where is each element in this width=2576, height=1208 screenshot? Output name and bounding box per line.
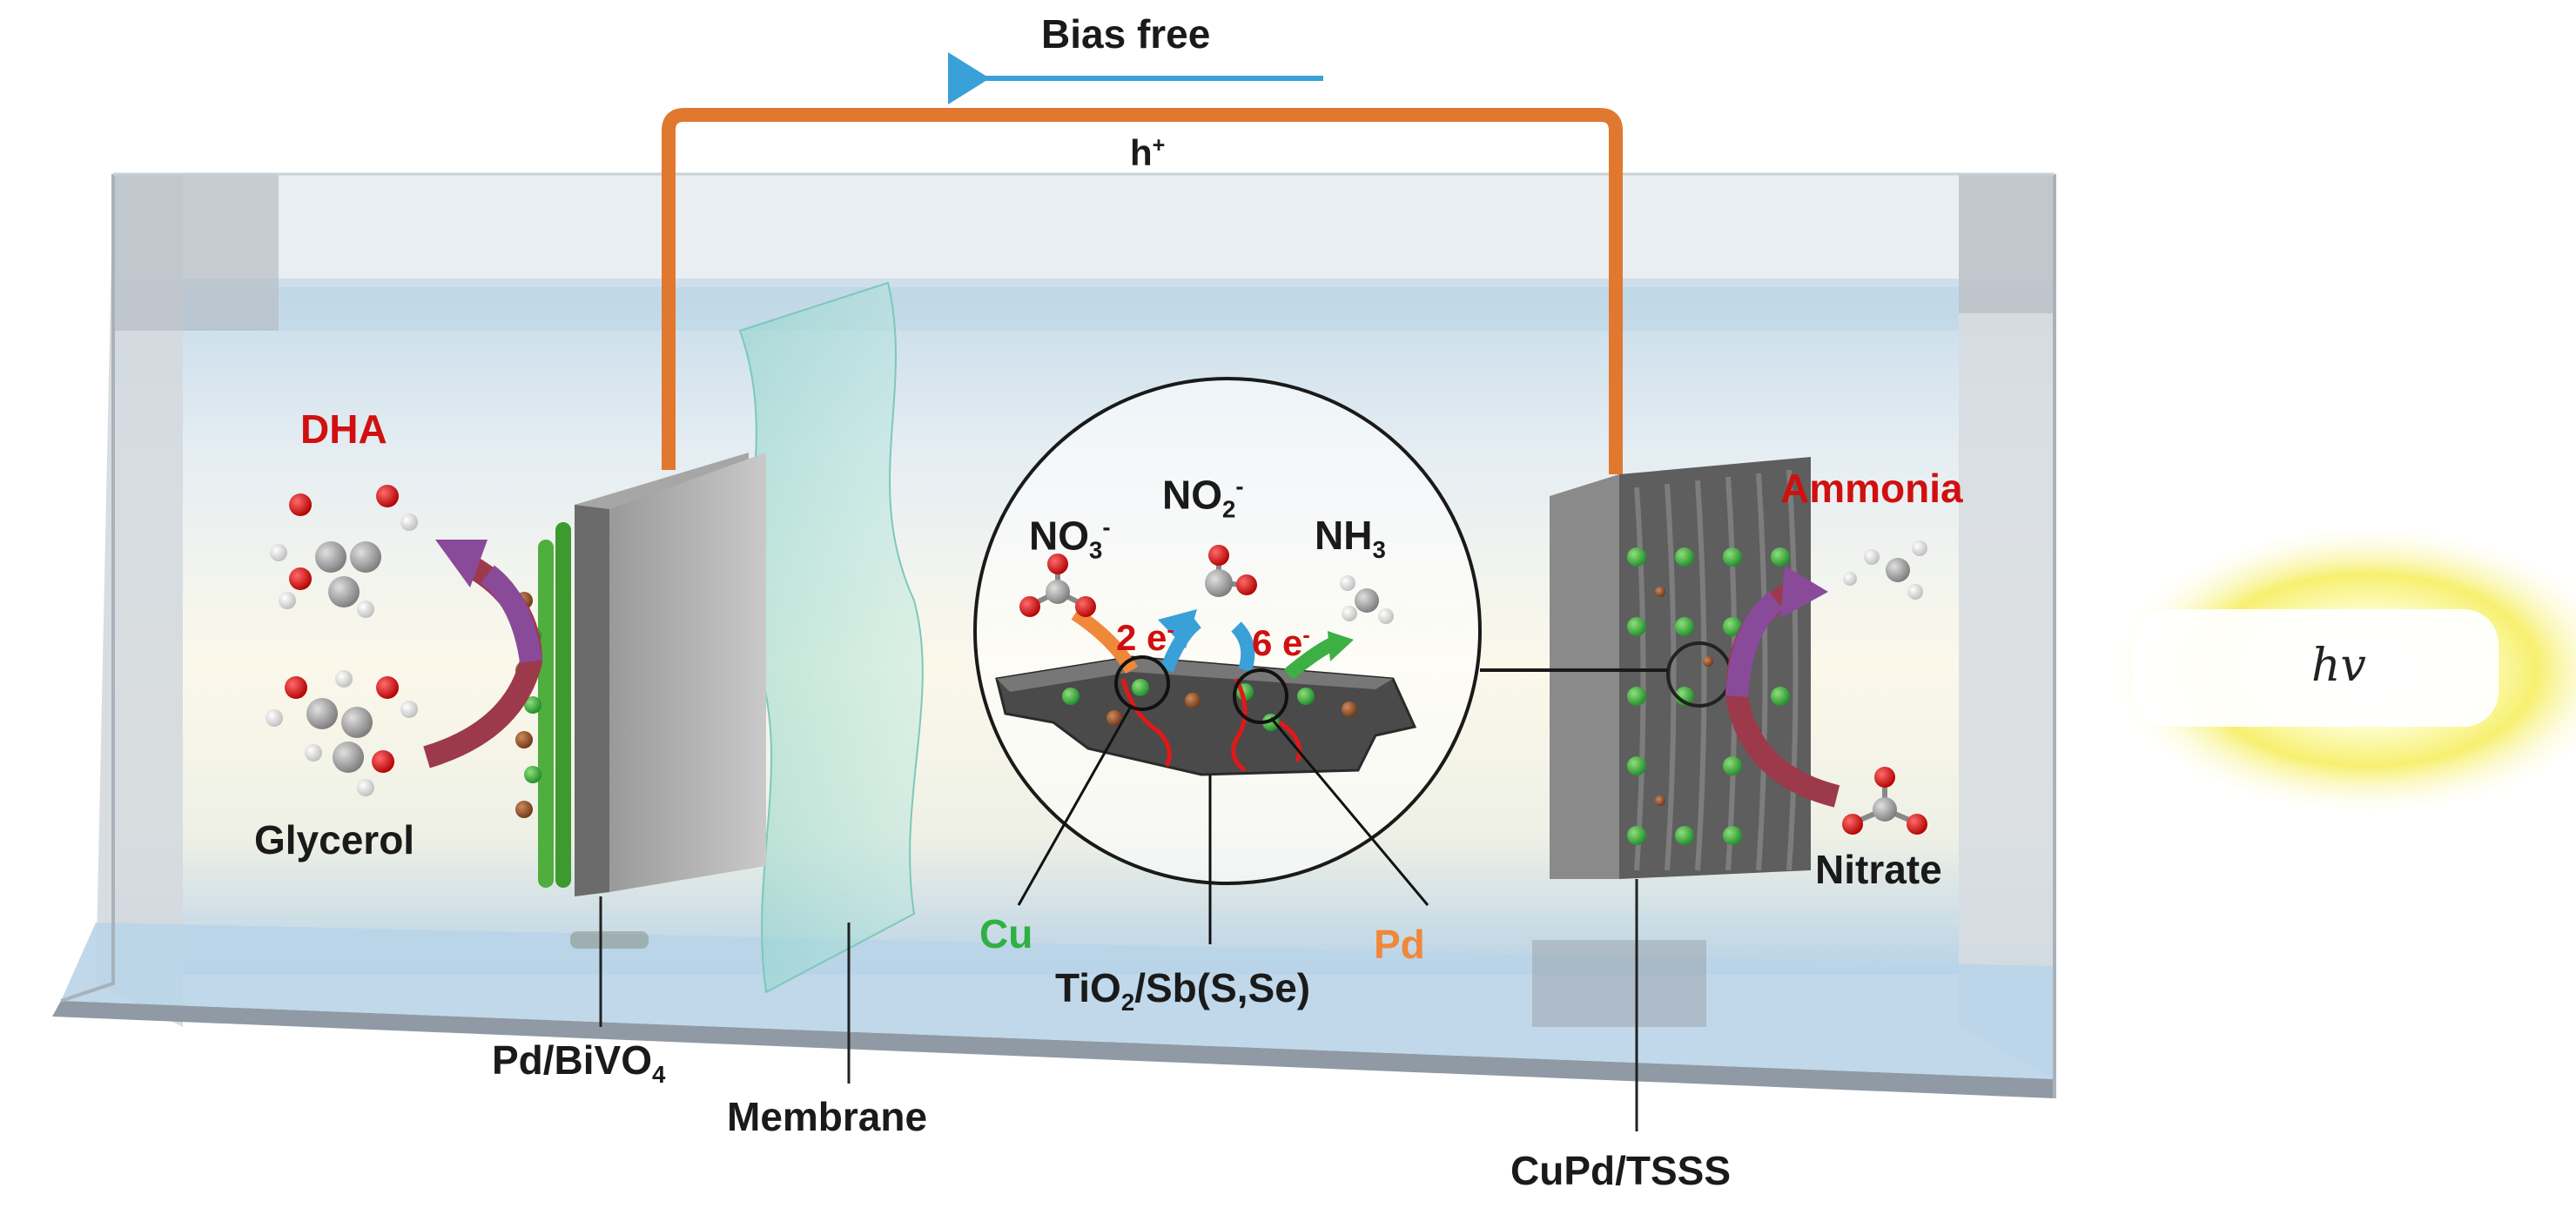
anode-nanorods (538, 522, 571, 888)
electrolyzer-tank (52, 172, 2056, 1098)
no3-molecule (1019, 554, 1096, 617)
cu-site-marker (1114, 655, 1170, 711)
cu-label: Cu (979, 911, 1033, 956)
two-electron-label: 2 e- (1116, 617, 1174, 658)
hv-light-label: hv (2311, 640, 2366, 692)
light-source-glow (2107, 522, 2576, 818)
no2-label: NO2- (1162, 472, 1244, 523)
cathode-plate (1550, 457, 1811, 879)
six-electron-label: 6 e- (1252, 622, 1310, 663)
external-wire (662, 108, 1623, 474)
dha-label: DHA (300, 406, 387, 452)
tio2-sbsse-label: TiO2/Sb(S,Se) (1055, 965, 1311, 1017)
pd-site-marker (1233, 668, 1288, 724)
dha-molecule (270, 485, 418, 618)
nitrate-label: Nitrate (1815, 847, 1942, 892)
anode-label: Pd/BiVO4 (492, 1037, 666, 1089)
cathode-ridges (1634, 469, 1799, 871)
arrow-no2-to-nh3 (1231, 621, 1255, 673)
no3-label: NO3- (1029, 513, 1111, 564)
electron-paths (1120, 677, 1301, 772)
bias-free-label: Bias free (1041, 11, 1211, 57)
ammonia-label: Ammonia (1780, 466, 1963, 511)
membrane-sheet (738, 281, 924, 994)
cathode-label: CuPd/TSSS (1510, 1148, 1732, 1193)
no2-molecule (1205, 545, 1257, 597)
arrow-no3-to-no2 (1071, 607, 1138, 674)
nitrate-molecule (1842, 767, 1927, 835)
arrow-no2-up (1160, 616, 1202, 673)
nh3-label: NH3 (1315, 513, 1386, 564)
glycerol-molecule (266, 670, 418, 796)
membrane-label: Membrane (727, 1094, 928, 1139)
ammonia-molecule (1843, 540, 1927, 600)
h-plus-label: h+ (1130, 132, 1166, 173)
floor-reflections (570, 931, 1706, 1027)
glycerol-label: Glycerol (254, 817, 415, 862)
anode-plate (515, 453, 766, 896)
pd-label: Pd (1374, 922, 1425, 967)
nh3-molecule (1340, 575, 1394, 624)
zoom-inset (973, 377, 1668, 944)
